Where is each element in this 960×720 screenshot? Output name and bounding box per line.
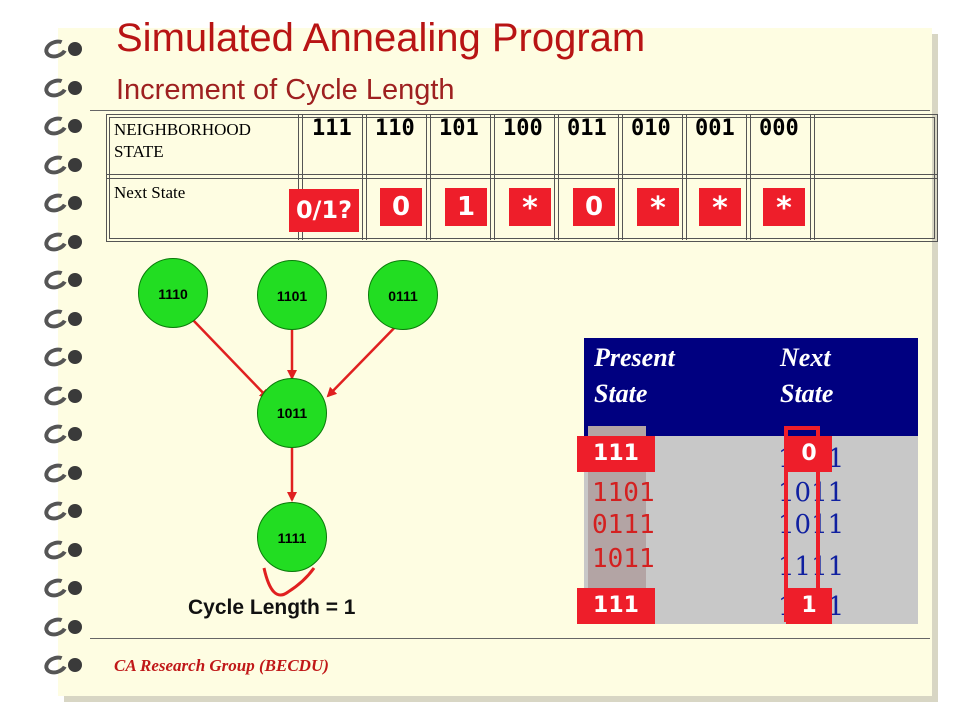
next-row-4: 1111	[778, 552, 845, 582]
state-table-header	[584, 338, 918, 436]
node-0111	[368, 260, 438, 330]
slide-title: Simulated Annealing Program	[116, 16, 646, 60]
node-1111-label: 1111	[277, 530, 307, 546]
table-column-divider	[622, 114, 623, 240]
table-column-divider	[490, 114, 491, 240]
present-row-3: 0111	[592, 510, 655, 540]
binding-hole	[68, 658, 82, 672]
state-010: 010	[631, 116, 671, 141]
table-column-divider	[682, 114, 683, 240]
overlay-top-next: 0	[786, 436, 832, 472]
table-column-divider	[430, 114, 431, 240]
present-row-4: 1011	[592, 544, 655, 574]
binding-hole	[68, 427, 82, 441]
binding-hole	[68, 619, 82, 634]
node-1011-label: 1011	[276, 405, 308, 421]
next-state-110: 0	[380, 188, 422, 226]
next-state-101: 1	[445, 188, 487, 226]
state-011: 011	[567, 116, 607, 141]
binding-hole	[68, 465, 82, 480]
table-column-divider	[558, 114, 559, 240]
next-state-100: *	[509, 188, 551, 226]
table-column-divider	[362, 114, 363, 240]
table-column-divider	[810, 114, 811, 240]
present-header-a: Present	[594, 343, 675, 372]
table-column-divider	[494, 114, 495, 240]
binding-hole	[68, 196, 82, 210]
binding-hole	[68, 388, 82, 403]
state-110: 110	[375, 116, 415, 141]
next-state-111: 0/1?	[289, 189, 359, 232]
overlay-top-present: 111	[577, 436, 655, 472]
node-1110	[138, 258, 208, 328]
node-0111-label: 0111	[388, 288, 418, 304]
binding-hole	[68, 119, 82, 133]
node-1110-label: 1110	[158, 286, 188, 302]
state-100: 100	[503, 116, 543, 141]
neighborhood-label: NEIGHBORHOOD	[114, 120, 251, 139]
table-column-divider	[618, 114, 619, 240]
footer-divider	[90, 638, 930, 639]
binding-hole	[68, 311, 82, 326]
slide-subtitle: Increment of Cycle Length	[116, 74, 455, 106]
binding-hole	[68, 80, 82, 95]
footer-text: CA Research Group (BECDU)	[114, 656, 329, 675]
state-101: 101	[439, 116, 479, 141]
present-header-b: State	[594, 379, 648, 408]
present-row-2: 1101	[592, 478, 655, 508]
node-1011	[257, 378, 327, 448]
cycle-length-label: Cycle Length = 1	[188, 596, 356, 619]
next-state-011: 0	[573, 188, 615, 226]
table-column-divider	[366, 114, 367, 240]
next-row-2: 1011	[778, 478, 845, 508]
table-column-divider	[750, 114, 751, 240]
state-001: 001	[695, 116, 735, 141]
node-1101	[257, 260, 327, 330]
binding-hole	[68, 42, 82, 56]
table-column-divider	[814, 114, 815, 240]
next-state-000: *	[763, 188, 805, 226]
next-header-b: State	[780, 379, 834, 408]
self-loop-1111	[262, 567, 316, 597]
table-column-divider	[302, 114, 303, 240]
table-column-divider	[686, 114, 687, 240]
title-divider	[90, 110, 930, 111]
node-1101-label: 1101	[276, 288, 308, 304]
node-1111	[257, 502, 327, 572]
binding-hole	[68, 581, 82, 595]
arrow-1110-to-1011	[192, 319, 270, 400]
state-label: STATE	[114, 142, 164, 161]
overlay-bottom-next: 1	[786, 588, 832, 624]
table-column-divider	[746, 114, 747, 240]
overlay-bottom-present: 111	[577, 588, 655, 624]
next-state-010: *	[637, 188, 679, 226]
state-000: 000	[759, 116, 799, 141]
binding-hole	[68, 542, 82, 557]
binding-hole	[68, 273, 82, 287]
state-111: 111	[312, 116, 352, 141]
next-header-a: Next	[780, 343, 831, 372]
binding-hole	[68, 234, 82, 249]
table-column-divider	[554, 114, 555, 240]
binding-hole	[68, 504, 82, 518]
next-row-3: 1011	[778, 510, 845, 540]
table-column-divider	[426, 114, 427, 240]
next-state-label: Next State	[114, 183, 186, 202]
table-column-divider	[298, 114, 299, 240]
arrow-0111-to-1011	[326, 319, 403, 398]
rule-table	[106, 114, 938, 242]
binding-hole	[68, 350, 82, 364]
binding-hole	[68, 157, 82, 172]
next-state-001: *	[699, 188, 741, 226]
